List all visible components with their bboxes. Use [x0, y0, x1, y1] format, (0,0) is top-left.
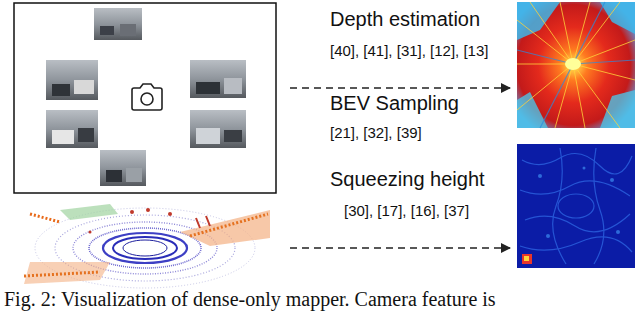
method-name: Squeezing height [330, 168, 485, 191]
reference-list: [30], [17], [16], [37] [344, 202, 469, 219]
camera-icon [132, 84, 162, 110]
camera-panel [14, 3, 276, 193]
reference-list: [40], [41], [31], [12], [13] [330, 42, 488, 59]
method-name: BEV Sampling [330, 92, 459, 115]
camera-images [46, 8, 246, 186]
dashed-arrow [290, 87, 510, 89]
method-name: Depth estimation [330, 8, 480, 31]
figure-caption: Fig. 2: Visualization of dense-only mapp… [4, 288, 496, 310]
depth-heatmap [517, 2, 635, 128]
height-heatmap [517, 144, 635, 268]
dashed-arrow [290, 247, 510, 249]
lidar-point-cloud [24, 204, 270, 288]
reference-list: [21], [32], [39] [330, 124, 422, 141]
